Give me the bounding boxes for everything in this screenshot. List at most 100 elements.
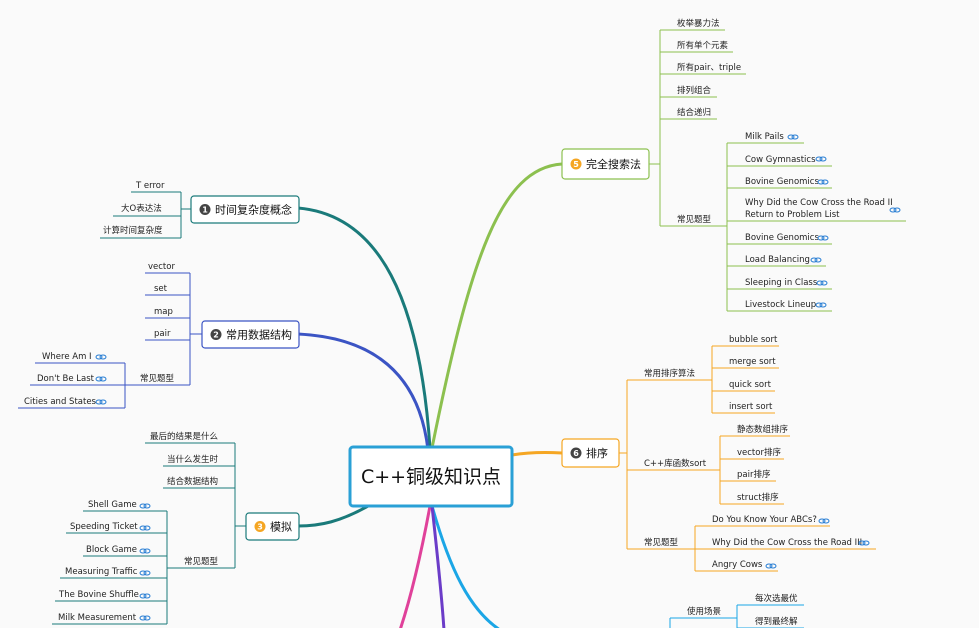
- link-icon[interactable]: [765, 563, 777, 569]
- sorting-lib-item[interactable]: struct排序: [737, 492, 779, 503]
- greedy-lines: [669, 604, 804, 628]
- sorting-lib-item[interactable]: vector排序: [737, 447, 781, 458]
- simulation-problem[interactable]: The Bovine Shuffle: [58, 590, 139, 600]
- search-lines: [649, 29, 906, 312]
- complexity-item[interactable]: 大O表达法: [121, 203, 162, 214]
- datastruct-problem[interactable]: Where Am I: [42, 352, 92, 362]
- sorting-problem[interactable]: Angry Cows: [712, 560, 763, 570]
- sorting-lib-item[interactable]: 静态数组排序: [737, 424, 789, 435]
- simulation-problem[interactable]: Milk Measurement: [58, 613, 137, 623]
- link-icon[interactable]: [139, 548, 151, 554]
- branch-search: [430, 162, 564, 450]
- search-problem[interactable]: Cow Gymnastics: [745, 155, 816, 165]
- topic-search[interactable]: 5 完全搜索法: [561, 148, 650, 180]
- link-icon[interactable]: [95, 399, 107, 405]
- link-icon[interactable]: [139, 593, 151, 599]
- topic-datastruct[interactable]: 2 常用数据结构: [201, 320, 300, 349]
- datastruct-problem[interactable]: Cities and States: [24, 397, 97, 407]
- link-icon[interactable]: [139, 615, 151, 621]
- search-item[interactable]: 所有单个元素: [677, 40, 729, 51]
- sorting-lines: [619, 345, 876, 572]
- link-icons: [95, 134, 901, 621]
- greedy-usage-item[interactable]: 每次选最优: [755, 593, 798, 604]
- link-icon[interactable]: [889, 207, 901, 213]
- simulation-problem[interactable]: Shell Game: [88, 500, 137, 510]
- simulation-item[interactable]: 当什么发生时: [167, 454, 219, 465]
- simulation-item[interactable]: 最后的结果是什么: [150, 431, 219, 442]
- complexity-item[interactable]: T error: [135, 181, 165, 191]
- sorting-algo[interactable]: insert sort: [729, 402, 773, 412]
- sorting-lib-label[interactable]: C++库函数sort: [644, 458, 707, 469]
- link-icon[interactable]: [816, 280, 828, 286]
- link-icon[interactable]: [817, 179, 829, 185]
- center-node[interactable]: C++铜级知识点: [348, 445, 514, 508]
- datastruct-item[interactable]: set: [154, 284, 168, 294]
- topic-simulation[interactable]: 3 模拟: [245, 512, 300, 541]
- greedy-usage-label[interactable]: 使用场景: [687, 606, 721, 617]
- search-problem[interactable]: Bovine Genomics: [745, 177, 819, 187]
- simulation-problem[interactable]: Speeding Ticket: [70, 522, 138, 532]
- simulation-problem[interactable]: Block Game: [86, 545, 137, 555]
- greedy-usage-item[interactable]: 得到最终解: [755, 616, 798, 627]
- search-problem[interactable]: Milk Pails: [745, 132, 784, 142]
- sorting-lib-item[interactable]: pair排序: [737, 469, 771, 480]
- sorting-problem[interactable]: Why Did the Cow Cross the Road III: [712, 538, 862, 548]
- sorting-problem[interactable]: Do You Know Your ABCs?: [712, 515, 817, 525]
- simulation-problems-label[interactable]: 常见题型: [184, 556, 219, 567]
- topic-complexity[interactable]: 1 时间复杂度概念: [190, 195, 300, 224]
- search-problem[interactable]: Load Balancing: [745, 255, 810, 265]
- link-icon[interactable]: [810, 257, 822, 263]
- datastruct-problem[interactable]: Don't Be Last: [37, 374, 95, 384]
- branch-pink: [399, 504, 432, 628]
- sorting-algos-label[interactable]: 常用排序算法: [644, 368, 695, 379]
- search-item[interactable]: 枚举暴力法: [677, 18, 720, 29]
- simulation-problem[interactable]: Measuring Traffic: [65, 567, 138, 577]
- datastruct-item[interactable]: pair: [154, 329, 171, 339]
- topic-sorting[interactable]: 6 排序: [561, 438, 620, 468]
- simulation-lines: [52, 442, 246, 625]
- search-problem[interactable]: Bovine Genomics: [745, 233, 819, 243]
- branch-purple: [430, 504, 446, 628]
- sorting-algo[interactable]: merge sort: [729, 357, 776, 367]
- link-icon[interactable]: [139, 570, 151, 576]
- badge-sorting: 6: [573, 449, 579, 458]
- datastruct-children: vector set map pair 常见题型 Where Am I Don'…: [24, 262, 175, 407]
- search-item[interactable]: 排列组合: [677, 85, 712, 96]
- link-icon[interactable]: [139, 525, 151, 531]
- link-icon[interactable]: [95, 354, 107, 360]
- link-icon[interactable]: [139, 503, 151, 509]
- topic-simulation-label: 模拟: [270, 520, 292, 534]
- link-icon[interactable]: [95, 376, 107, 382]
- sorting-algo[interactable]: quick sort: [729, 380, 772, 390]
- link-icon[interactable]: [787, 134, 799, 140]
- simulation-children: 最后的结果是什么 当什么发生时 结合数据结构 常见题型 Shell Game S…: [58, 431, 219, 623]
- link-icon[interactable]: [817, 235, 829, 241]
- datastruct-item[interactable]: map: [154, 307, 173, 317]
- complexity-item[interactable]: 计算时间复杂度: [103, 225, 163, 236]
- center-title: C++铜级知识点: [361, 466, 501, 488]
- link-icon[interactable]: [858, 540, 870, 546]
- datastruct-problems-label[interactable]: 常见题型: [140, 373, 175, 384]
- sorting-algo[interactable]: bubble sort: [729, 335, 778, 345]
- badge-complexity: 1: [202, 206, 208, 215]
- search-problems-label[interactable]: 常见题型: [677, 214, 712, 225]
- branch-sorting: [510, 450, 564, 457]
- search-item[interactable]: 结合递归: [677, 107, 711, 118]
- topic-datastruct-label: 常用数据结构: [226, 328, 292, 342]
- link-icon[interactable]: [815, 156, 827, 162]
- search-problem[interactable]: Sleeping in Class: [745, 278, 818, 288]
- badge-datastruct: 2: [213, 331, 219, 340]
- datastruct-item[interactable]: vector: [148, 262, 175, 272]
- branch-greedy: [430, 504, 500, 628]
- sorting-children: 常用排序算法 bubble sort merge sort quick sort…: [644, 335, 862, 570]
- branch-datastruct: [296, 332, 430, 452]
- simulation-item[interactable]: 结合数据结构: [167, 476, 218, 487]
- link-icon[interactable]: [818, 518, 830, 524]
- search-item[interactable]: 所有pair、triple: [677, 62, 741, 73]
- sorting-problems-label[interactable]: 常见题型: [644, 537, 679, 548]
- link-icon[interactable]: [815, 302, 827, 308]
- search-problem-long[interactable]: Why Did the Cow Cross the Road II Return…: [745, 198, 895, 220]
- search-problem[interactable]: Livestock Lineup: [745, 300, 816, 310]
